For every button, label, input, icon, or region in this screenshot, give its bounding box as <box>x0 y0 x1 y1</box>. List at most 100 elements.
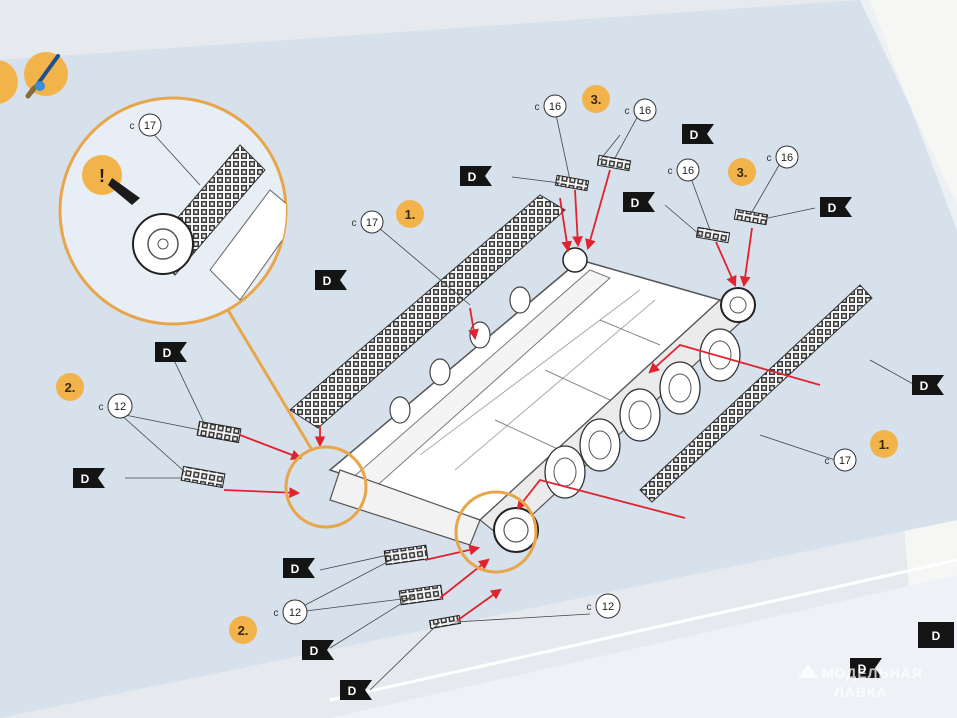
link-part-1 <box>196 420 242 444</box>
svg-text:1.: 1. <box>405 207 416 222</box>
arrow-7 <box>585 169 611 251</box>
svg-text:D: D <box>291 562 300 576</box>
flag-d-3: D <box>73 468 105 488</box>
step-badge-3-a: 3. <box>582 85 610 113</box>
svg-text:c: c <box>625 106 630 117</box>
svg-text:D: D <box>310 644 319 658</box>
svg-text:1.: 1. <box>879 437 890 452</box>
callout-part-12-bottom: 12 c <box>274 599 308 625</box>
separator-line <box>329 558 957 702</box>
callout-part-17-left: 17 c <box>352 210 384 234</box>
assembly-arrows <box>223 169 821 621</box>
svg-text:16: 16 <box>682 165 694 177</box>
svg-text:D: D <box>348 684 357 698</box>
track-left <box>289 194 566 429</box>
svg-text:2.: 2. <box>238 623 249 638</box>
arrow-14 <box>516 478 686 519</box>
watermark-logo-icon <box>798 664 818 678</box>
arrow-1 <box>239 434 303 460</box>
svg-text:c: c <box>535 102 540 113</box>
svg-text:D: D <box>323 274 332 288</box>
leader-lines <box>119 109 916 691</box>
svg-text:12: 12 <box>289 607 301 619</box>
paint-flags: D D D D D D D D <box>73 124 954 700</box>
watermark: МОДЕЛЬНАЯ ЛАВКА <box>798 664 923 700</box>
arrow-10 <box>739 227 753 288</box>
callout-part-16-b: 16 c <box>625 98 657 122</box>
flag-d-6: D <box>623 192 655 212</box>
svg-text:D: D <box>690 128 699 142</box>
step-badges: 1. 1. 2. 2. 3. 3. <box>56 85 898 644</box>
lower-panel <box>330 575 957 718</box>
flag-d-4: D <box>460 166 492 186</box>
svg-text:D: D <box>828 201 837 215</box>
link-part-2 <box>180 465 226 489</box>
svg-text:D: D <box>631 196 640 210</box>
arrow-3 <box>424 544 481 561</box>
flag-d-9: D <box>283 558 315 578</box>
callout-ring-front <box>284 445 368 529</box>
link-part-9 <box>733 208 769 226</box>
svg-text:c: c <box>668 166 673 177</box>
flag-d-2: D <box>155 342 187 362</box>
arrow-5 <box>457 588 502 621</box>
svg-text:3.: 3. <box>737 165 748 180</box>
flag-d-7: D <box>820 197 852 217</box>
paint-icons <box>0 52 68 104</box>
step-badge-1-right: 1. <box>870 430 898 458</box>
svg-text:16: 16 <box>549 101 561 113</box>
link-part-3 <box>383 544 429 566</box>
step-badge-1-left: 1. <box>396 200 424 228</box>
track-link-parts <box>180 154 769 630</box>
svg-text:3.: 3. <box>591 92 602 107</box>
callout-part-16-d: 16 c <box>767 145 799 169</box>
callout-part-12-right: 12 c <box>587 593 621 619</box>
warning-mark: ! <box>99 166 105 186</box>
detail-magnifier: ! <box>58 96 288 326</box>
svg-text:D: D <box>163 346 172 360</box>
road-wheels <box>389 286 741 499</box>
svg-text:c: c <box>274 608 279 619</box>
drive-sprocket <box>493 507 539 553</box>
flag-d-1: D <box>315 270 347 290</box>
callout-part-16-c: 16 c <box>668 158 700 182</box>
step-badge-2-bottom: 2. <box>229 616 257 644</box>
svg-text:c: c <box>130 121 135 132</box>
watermark-line-2: ЛАВКА <box>834 684 888 700</box>
flag-d-5: D <box>682 124 714 144</box>
callout-part-16-a: 16 c <box>535 94 567 118</box>
step-badge-2-left: 2. <box>56 373 84 401</box>
svg-text:16: 16 <box>781 152 793 164</box>
svg-text:12: 12 <box>114 401 126 413</box>
hull-assembly <box>289 194 756 553</box>
callout-ring-sprocket <box>454 490 538 574</box>
svg-text:c: c <box>99 402 104 413</box>
arrow-13 <box>648 343 821 386</box>
svg-text:2.: 2. <box>65 380 76 395</box>
callout-part-17-detail: 17 c <box>130 113 162 137</box>
flag-d-8: D <box>912 375 944 395</box>
link-part-4 <box>398 584 444 606</box>
part-callouts: 17 c 17 c 17 c 16 c 16 c 16 c <box>99 94 857 625</box>
idler-wheel <box>720 287 756 323</box>
svg-text:c: c <box>587 602 592 613</box>
step-badge-3-b: 3. <box>728 158 756 186</box>
svg-text:17: 17 <box>144 120 156 132</box>
svg-text:17: 17 <box>366 217 378 229</box>
paint-icon-1 <box>0 60 18 104</box>
svg-text:D: D <box>932 629 941 643</box>
flag-d-12: D <box>850 658 882 678</box>
link-part-6 <box>554 174 590 192</box>
link-part-7 <box>596 154 632 172</box>
svg-text:12: 12 <box>602 601 614 613</box>
arrow-11 <box>468 307 479 341</box>
callout-part-17-right: 17 c <box>825 448 857 472</box>
flag-d-13: D <box>918 622 954 648</box>
track-right <box>639 284 873 503</box>
watermark-line-1: МОДЕЛЬНАЯ <box>822 665 923 681</box>
flag-d-11: D <box>340 680 372 700</box>
callout-part-12-left: 12 c <box>99 393 133 419</box>
svg-text:17: 17 <box>839 455 851 467</box>
svg-text:c: c <box>352 218 357 229</box>
